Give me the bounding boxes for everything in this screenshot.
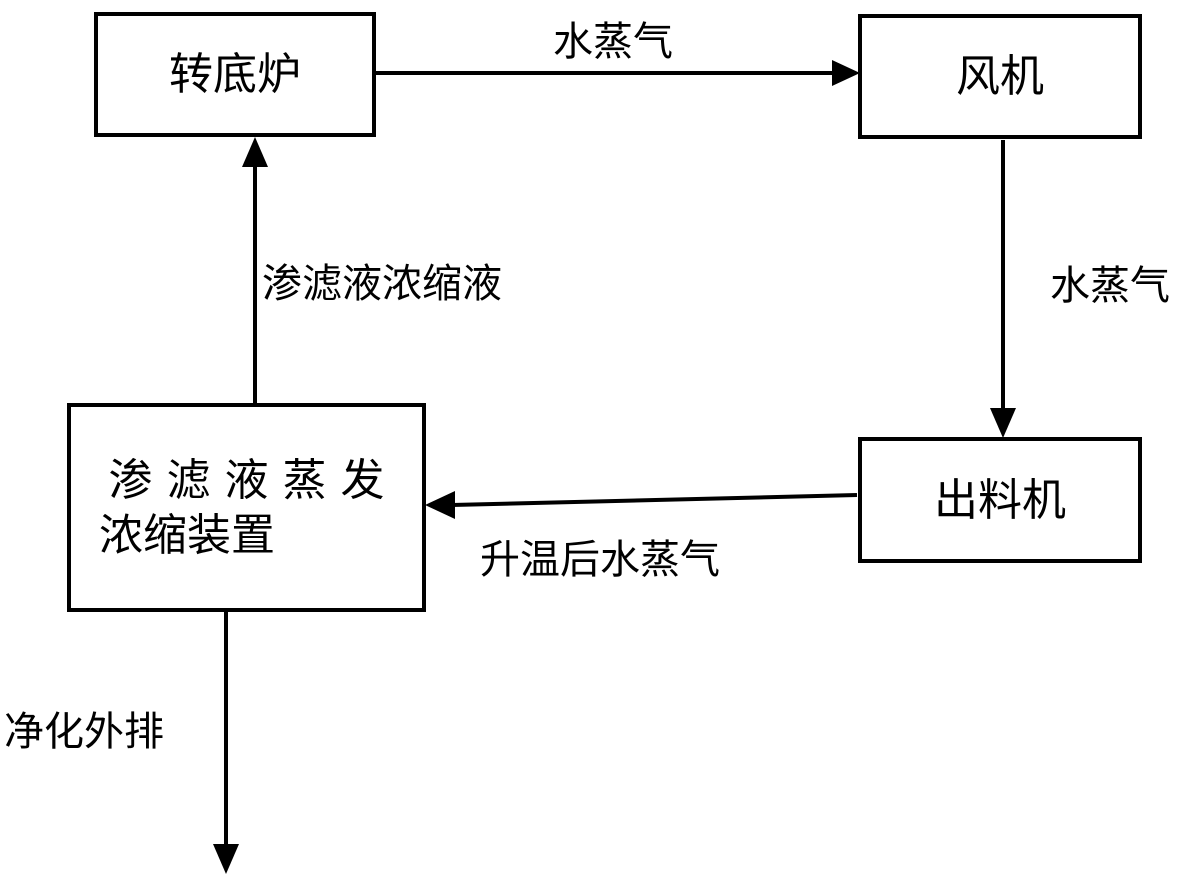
arrowhead-evaporator-out <box>213 844 239 874</box>
arrowhead-evaporator-to-furnace <box>242 137 268 167</box>
furnace-label: 转底炉 <box>169 49 301 100</box>
edge-label-fan-to-discharger: 水蒸气 <box>1050 263 1170 309</box>
arrowhead-discharger-to-evaporator <box>425 491 455 519</box>
discharger-box: 出料机 <box>858 437 1142 563</box>
discharger-label: 出料机 <box>934 474 1066 526</box>
evaporator-label-line2: 浓缩装置 <box>99 509 275 561</box>
evaporator-box: 渗 滤 液 蒸 发 浓缩装置 <box>67 403 426 612</box>
edge-label-furnace-to-fan: 水蒸气 <box>553 19 673 65</box>
edge-label-discharger-to-evaporator: 升温后水蒸气 <box>480 537 720 583</box>
edge-label-evaporator-out: 净化外排 <box>4 709 164 755</box>
fan-label: 风机 <box>956 51 1044 102</box>
edge-label-evaporator-to-furnace: 渗滤液浓缩液 <box>262 261 502 307</box>
evaporator-label-line1: 渗 滤 液 蒸 发 <box>108 454 385 506</box>
arrowhead-furnace-to-fan <box>832 60 860 86</box>
fan-box: 风机 <box>858 14 1142 139</box>
arrowhead-fan-to-discharger <box>990 408 1016 438</box>
arrow-discharger-to-evaporator <box>451 493 858 507</box>
furnace-box: 转底炉 <box>94 12 376 137</box>
